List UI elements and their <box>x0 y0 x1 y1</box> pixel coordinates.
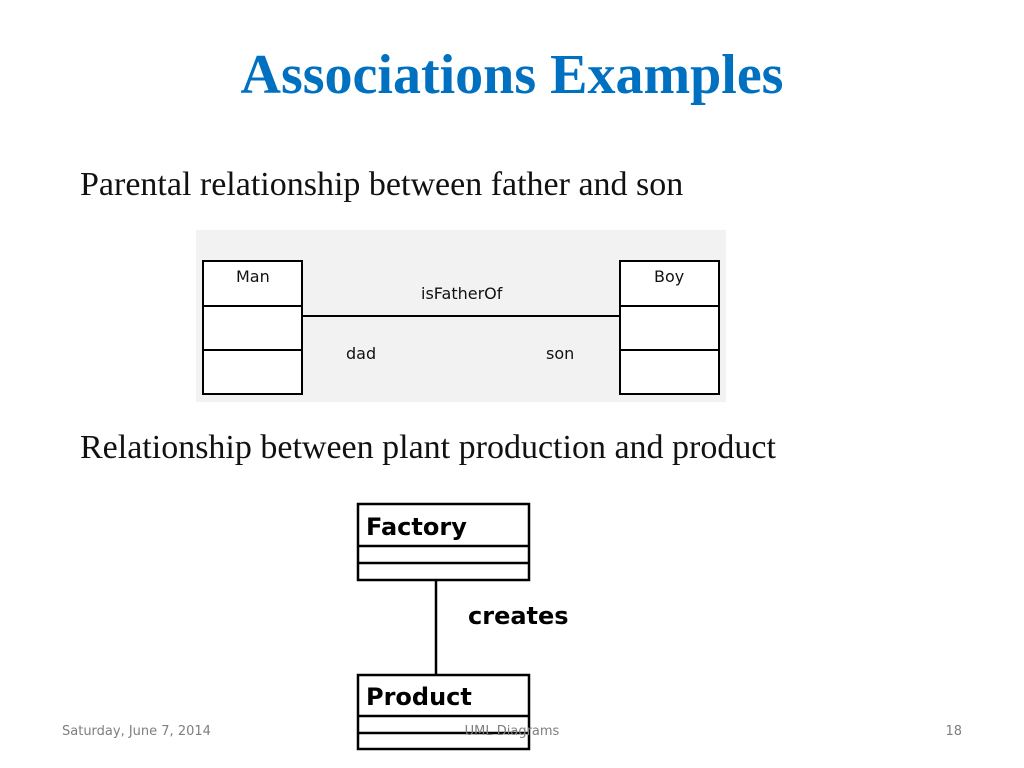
role-label-dad: dad <box>346 344 376 363</box>
class-name-factory: Factory <box>366 513 467 541</box>
class-name-boy: Boy <box>654 267 684 286</box>
association-diagram-factory-product-svg: Factory creates Product <box>356 502 569 751</box>
footer-page-number: 18 <box>945 724 962 739</box>
class-box-factory: Factory <box>356 502 531 582</box>
slide-title: Associations Examples <box>240 44 784 106</box>
subtitle-plant-production: Relationship between plant production an… <box>80 429 776 466</box>
association-name-isfatherof: isFatherOf <box>421 284 503 303</box>
association-diagram-factory-product: Factory creates Product <box>350 500 590 760</box>
class-box-man: Man <box>202 260 303 395</box>
association-diagram-father-son-svg: Man Boy isFatherOf dad son <box>202 260 720 395</box>
class-box-product: Product <box>356 673 531 751</box>
footer-center-label: UML Diagrams <box>464 724 560 739</box>
role-label-son: son <box>546 344 574 363</box>
association-diagram-father-son: Man Boy isFatherOf dad son <box>196 230 726 402</box>
class-box-boy: Boy <box>619 260 720 395</box>
class-name-man: Man <box>236 267 270 286</box>
footer-date: Saturday, June 7, 2014 <box>62 724 211 739</box>
subtitle-parental: Parental relationship between father and… <box>80 166 684 203</box>
class-name-product: Product <box>366 683 472 711</box>
association-name-creates: creates <box>468 602 569 630</box>
